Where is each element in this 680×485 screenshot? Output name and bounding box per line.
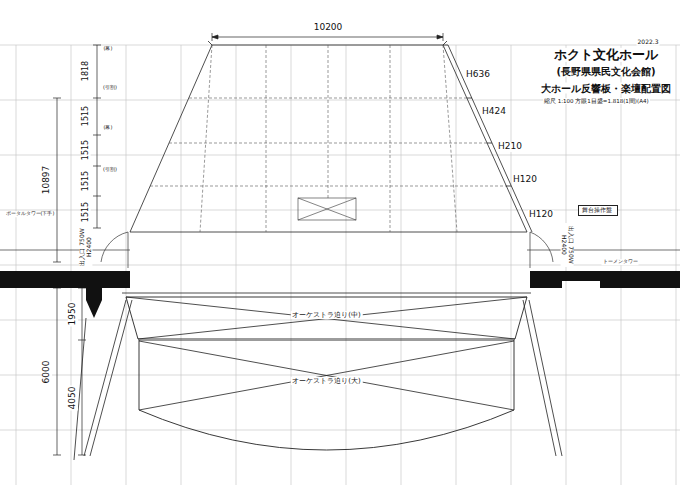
dimension: 10897 [42, 165, 52, 196]
scale-note: 縮尺 1:100 方眼1目盛=1.818(1間)(A4) [543, 98, 650, 104]
dimension: 1818 [82, 60, 91, 82]
dimension: 1515 [82, 170, 91, 192]
dimension: 10200 [313, 23, 344, 33]
sheet-heading: 大ホール反響板・楽壇配置図 [540, 83, 672, 94]
batten-note: (幕) [103, 125, 114, 131]
node-text: オーケストラ迫り(中) [290, 311, 362, 319]
stage-front [0, 232, 680, 268]
dimension: 1515 [82, 201, 91, 223]
node-text: オーケストラ迫り(大) [290, 377, 362, 385]
height-mark: H424 [481, 107, 507, 117]
orchestra-lift: オーケストラ迫り(中) [125, 296, 528, 340]
dimension: 1515 [82, 139, 91, 161]
sheet-title: ホクト文化ホール [553, 48, 659, 62]
door-label: 出入口 750W H2400 [560, 223, 573, 267]
sheet-subtitle: (長野県県民文化会館) [555, 66, 656, 77]
dimension: 6000 [42, 360, 52, 385]
tower-label: トーメンタワー [602, 259, 639, 265]
shell-panels [130, 41, 532, 232]
height-mark: H636 [465, 70, 491, 80]
center-trap [298, 198, 356, 220]
control-panel-box: 舞台操作盤 [578, 205, 618, 216]
batten-note: (幕) [103, 46, 114, 52]
lift-outline [138, 340, 515, 452]
date-note: 2022.3 [637, 39, 660, 46]
dimension: 1950 [68, 302, 78, 327]
batten-note: (引割) [102, 85, 118, 91]
dimension: 4050 [68, 386, 78, 411]
node-text: 舞台操作盤 [582, 207, 614, 214]
height-mark: H120 [528, 210, 554, 220]
orchestra-pit [74, 293, 562, 460]
grid [0, 45, 680, 485]
batten-note: (引割) [102, 167, 118, 173]
tower-label: ポータルタワー(下手) [5, 211, 56, 217]
height-mark: H210 [497, 142, 523, 152]
door-label: 出入口 750W H2400 [79, 225, 92, 269]
orchestra-lift: オーケストラ迫り(大) [138, 340, 515, 452]
panel-joints [150, 45, 506, 232]
dimension-lines [53, 33, 443, 455]
dimension: 1515 [82, 105, 91, 127]
height-mark: H120 [512, 175, 538, 185]
